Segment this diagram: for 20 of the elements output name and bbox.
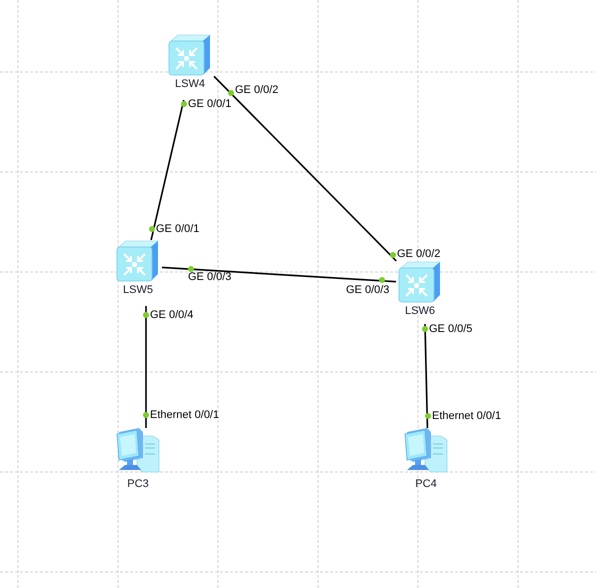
port-label: GE 0/0/1 — [156, 223, 200, 236]
device-name: LSW4 — [175, 78, 205, 91]
port-label: GE 0/0/3 — [346, 284, 390, 297]
port-label: GE 0/0/1 — [188, 98, 232, 111]
port-label: GE 0/0/2 — [235, 84, 278, 97]
device-name: PC3 — [127, 478, 149, 491]
port-label: Ethernet 0/0/1 — [432, 410, 502, 423]
port-label: GE 0/0/5 — [429, 323, 472, 336]
port-label: GE 0/0/2 — [397, 248, 440, 261]
network-link — [145, 306, 147, 428]
port-label: GE 0/0/4 — [150, 309, 194, 322]
device-name: LSW6 — [405, 305, 435, 318]
device-name: PC4 — [415, 478, 437, 491]
port-label: Ethernet 0/0/1 — [150, 409, 220, 422]
network-link — [162, 266, 396, 282]
port-label: GE 0/0/3 — [188, 271, 232, 284]
device-name: LSW5 — [123, 284, 153, 297]
network-link — [424, 324, 428, 428]
network-link — [213, 76, 397, 262]
network-link — [150, 100, 185, 240]
